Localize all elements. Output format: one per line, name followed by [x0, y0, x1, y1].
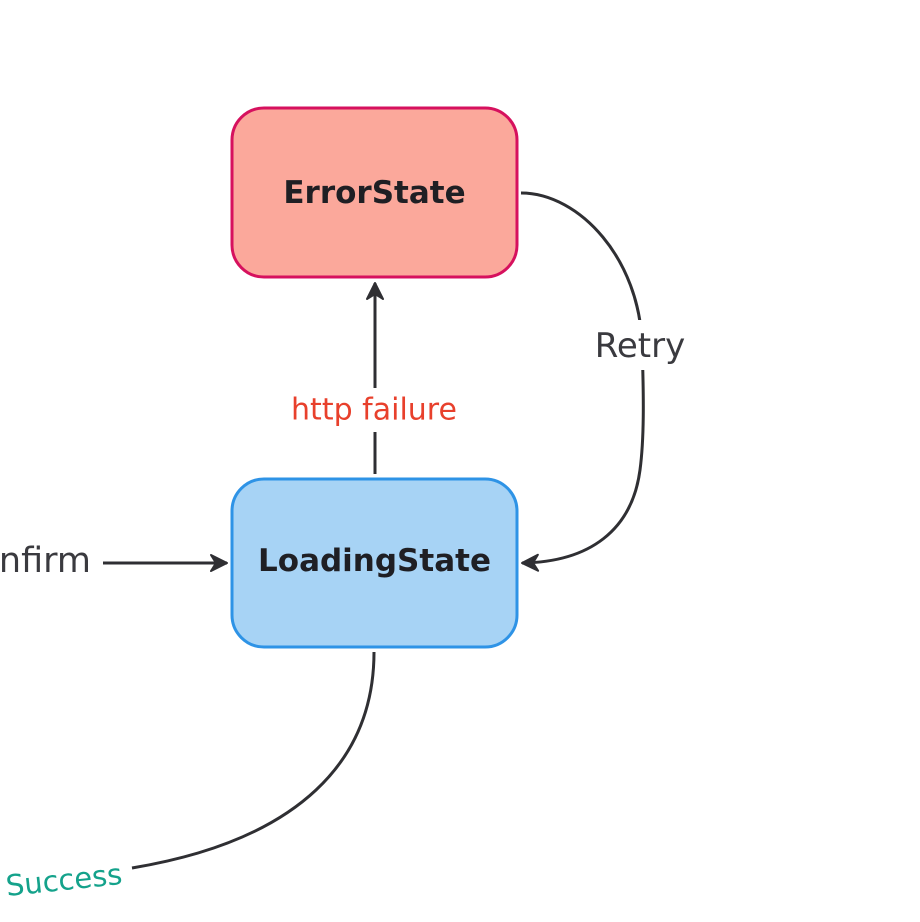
node-error-state[interactable]: ErrorState: [230, 106, 519, 279]
edge-success: [131, 651, 376, 870]
edge-label-http-failure: http failure: [291, 393, 457, 428]
node-loading-state[interactable]: LoadingState: [230, 477, 519, 649]
edge-label-retry: Retry: [595, 326, 685, 366]
edge-retry: [520, 191, 645, 572]
edge-label-confirm: nfirm: [0, 541, 91, 581]
edge-label-success: Success: [4, 857, 124, 903]
edge-label-retry-group: Retry: [588, 320, 694, 370]
edge-label-http-failure-group: http failure: [284, 388, 466, 432]
node-error-state-box: [230, 106, 519, 279]
node-error-state-label: ErrorState: [283, 175, 465, 211]
node-loading-state-label: LoadingState: [258, 543, 491, 579]
node-loading-state-box: [230, 477, 519, 649]
